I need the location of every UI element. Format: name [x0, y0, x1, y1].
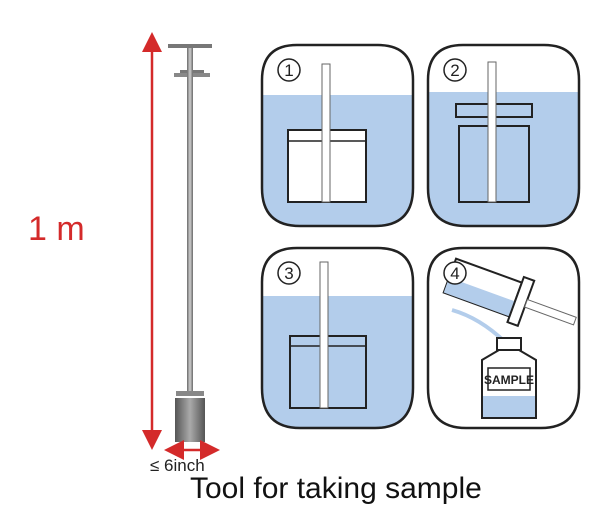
step-panel-1: 1 [260, 43, 415, 228]
step-number-2: 2 [450, 61, 459, 80]
width-label: ≤ 6inch [150, 456, 205, 475]
sampling-tool [168, 44, 212, 442]
step-panel-4: SAMPLE 4 [426, 246, 581, 430]
step-number-1: 1 [284, 61, 293, 80]
length-label: 1 m [28, 210, 85, 248]
step-number-4: 4 [450, 264, 459, 283]
diagram-caption: Tool for taking sample [190, 472, 482, 505]
step-panel-3: 3 [260, 246, 415, 430]
sample-bottle-label: SAMPLE [484, 373, 534, 387]
step-number-3: 3 [284, 264, 293, 283]
step-panel-2: 2 [426, 43, 581, 228]
